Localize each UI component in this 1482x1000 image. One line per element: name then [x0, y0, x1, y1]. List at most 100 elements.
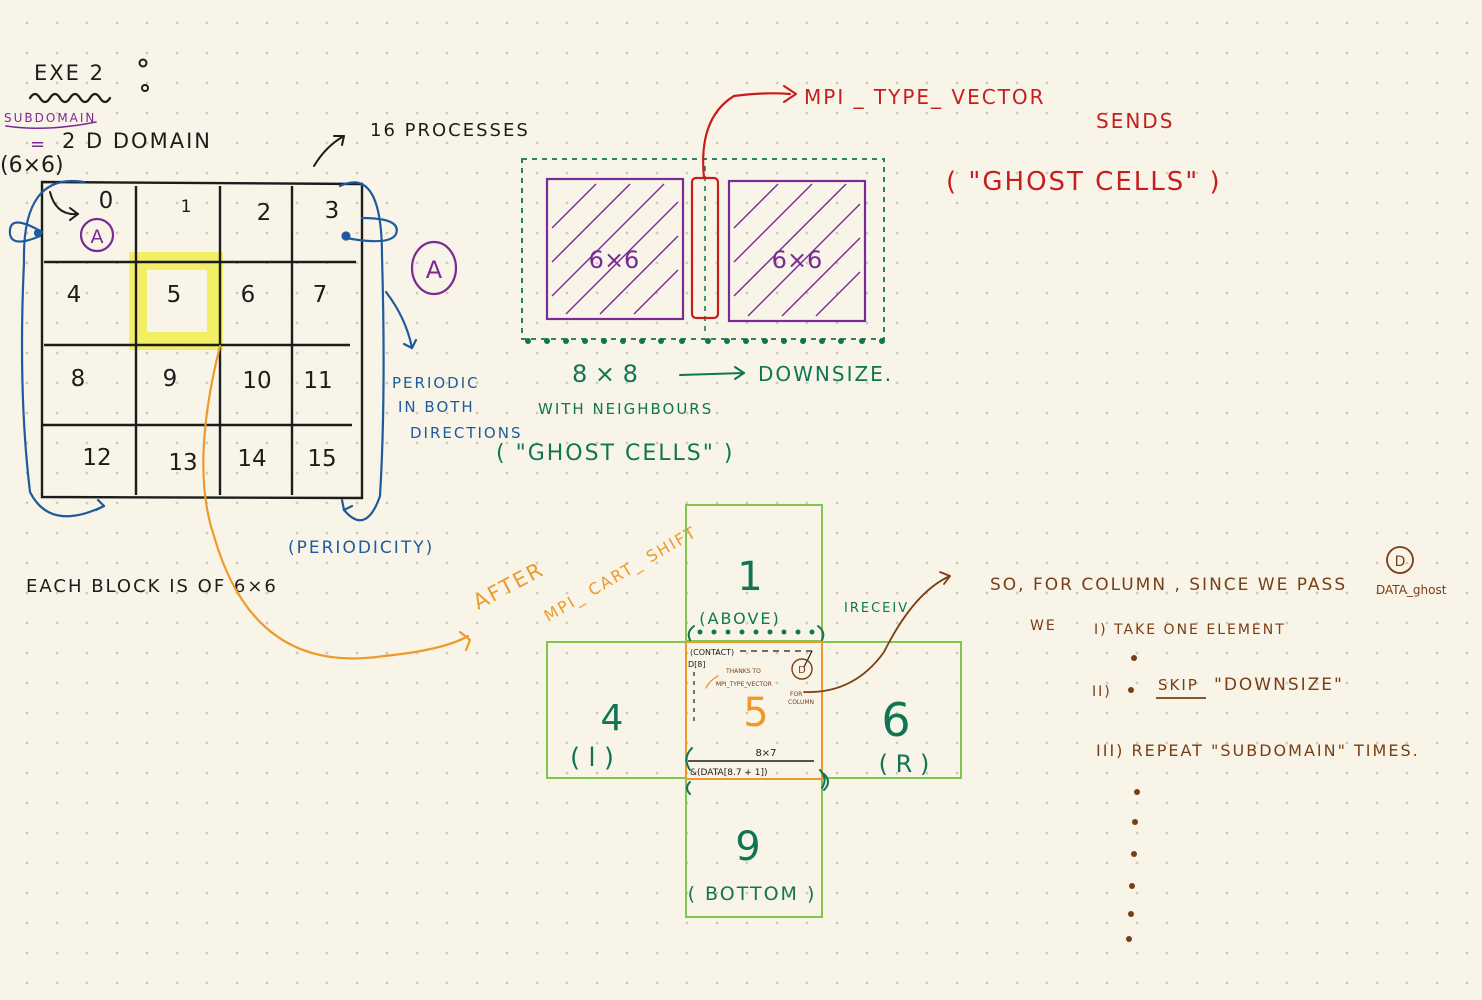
downsize-quoted: "DOWNSIZE" — [1214, 675, 1344, 695]
block-left-outline — [545, 177, 685, 321]
cell-label: 4 — [67, 282, 82, 308]
ghost-cells-red-label: ( "GHOST CELLS" ) — [946, 167, 1222, 197]
cell0-arrow — [49, 191, 79, 216]
hatch-lines — [733, 183, 861, 317]
step-1: I) TAKE ONE ELEMENT — [1094, 622, 1286, 638]
header: EXE 2 SUBDOMAIN = 2 D DOMAIN (6×6) 16 PR… — [0, 58, 530, 178]
d-label: D[8] — [688, 660, 706, 669]
thanks-line-1: THANKS TO — [725, 668, 761, 675]
size-8x8-label: 8 × 8 — [572, 360, 638, 388]
thanks-pointer — [705, 675, 719, 689]
periodicity-arrows — [8, 179, 418, 522]
periodic-line-2: IN BOTH — [398, 398, 475, 416]
circle-d-small-letter: D — [798, 665, 806, 676]
ghost-cells-green-label: ( "GHOST CELLS" ) — [496, 441, 734, 466]
process-grid: 0 1 2 3 4 5 6 7 8 9 10 11 12 13 14 15 A … — [40, 180, 458, 500]
arrowhead — [402, 338, 418, 350]
ghost-dots — [525, 338, 885, 344]
contact-tick — [803, 650, 813, 668]
data-ghost-label: DATA_ghost — [1376, 583, 1447, 597]
periodicity-label: (PERIODICITY) — [288, 538, 434, 558]
left-label: ( l ) — [570, 743, 614, 773]
bullet-dot — [1128, 687, 1134, 693]
cell0-arrowhead — [69, 207, 79, 221]
center-number: 5 — [743, 690, 768, 736]
bullet-dot — [1131, 655, 1137, 661]
for-column-line-2: COLUMN — [788, 699, 814, 706]
circle-mark-left-letter: A — [91, 226, 104, 248]
top-number: 1 — [737, 554, 762, 600]
circle-d-large — [1386, 546, 1414, 574]
subdomain-underline — [5, 121, 97, 130]
colon-dot — [138, 58, 148, 68]
grid-lines — [40, 180, 364, 500]
periodic-note-arrow — [384, 290, 414, 350]
corner-brackets — [685, 625, 829, 795]
horizontal-wrap-loop-right — [344, 216, 398, 243]
circle-d-large-letter: D — [1395, 554, 1406, 570]
loop-dot — [341, 231, 351, 241]
cell-label: 2 — [257, 200, 272, 226]
dims-label: 8×7 — [755, 748, 776, 759]
type-vector-arrowhead — [782, 84, 798, 104]
ghost-cell-diagram: 6×6 6×6 8 × 8 DOWNSIZE — [496, 84, 1222, 466]
downsize-arrowhead — [734, 366, 745, 380]
cell-label: 0 — [99, 188, 114, 214]
cell-label: 8 — [71, 366, 86, 392]
left-number: 4 — [601, 698, 624, 739]
right-number: 6 — [881, 693, 910, 747]
periodic-note: PERIODIC IN BOTH DIRECTIONS — [392, 374, 522, 442]
for-column-line-1: FOR — [790, 691, 802, 698]
skip-label: SKIP — [1158, 676, 1199, 694]
cell5-connector-arrow — [202, 344, 470, 660]
cell-numbers: 0 1 2 3 4 5 6 7 8 9 10 11 12 13 14 15 — [67, 188, 340, 476]
circle-mark-left — [79, 217, 115, 253]
exercise-title: EXE 2 — [34, 61, 105, 85]
colon-dot — [141, 84, 149, 92]
vertical-wrap-arrow-right — [338, 181, 385, 522]
cell-label: 5 — [167, 282, 182, 308]
processes-arrow — [313, 135, 345, 167]
irecv-label: IRECEIV — [844, 601, 909, 616]
processes-label: 16 PROCESSES — [370, 120, 530, 141]
loop-dot — [33, 228, 43, 238]
cell-label: 13 — [168, 450, 197, 476]
block-right-size: 6×6 — [772, 246, 823, 274]
periodic-line-1: PERIODIC — [392, 374, 480, 392]
circle-mark-right — [410, 240, 458, 296]
equals-sign: = — [30, 134, 45, 155]
cell-label: 9 — [163, 366, 178, 392]
processes-arrowhead — [333, 135, 345, 146]
cell-label: 14 — [237, 446, 266, 472]
connector-arrowhead — [458, 630, 472, 652]
cell-label: 10 — [242, 368, 271, 394]
block-left-size: 6×6 — [589, 246, 640, 274]
highlight-inner — [147, 270, 207, 332]
cart-shift-label: MPI_ CART_ SHIFT — [541, 522, 702, 626]
cell-label: 3 — [325, 198, 340, 224]
horizontal-wrap-loop-left — [8, 221, 44, 243]
data-expression: &(DATA[8.7 + 1]) — [690, 768, 768, 778]
circle-mark-right-letter: A — [426, 256, 443, 284]
block-left: 6×6 — [545, 177, 685, 321]
downsize-label: DOWNSIZE. — [758, 362, 893, 386]
we-label: WE — [1030, 618, 1057, 634]
cell-label: 12 — [82, 445, 111, 471]
mpi-type-vector-label: MPI _ TYPE_ VECTOR — [804, 85, 1046, 109]
right-label: ( R ) — [879, 750, 930, 778]
cell-label: 15 — [307, 446, 336, 472]
explanation-connector — [803, 575, 951, 693]
domain-size: (6×6) — [0, 153, 64, 178]
step-2-number: II) — [1092, 684, 1112, 700]
title-underline — [28, 92, 112, 104]
center-box — [685, 641, 823, 780]
periodic-line-3: DIRECTIONS — [410, 424, 522, 442]
bottom-number: 9 — [735, 824, 760, 870]
explanation: SO, FOR COLUMN , SINCE WE PASS D DATA_gh… — [990, 546, 1447, 942]
contact-label: (CONTACT) — [690, 648, 734, 657]
arrowhead — [94, 498, 106, 512]
each-block-note: EACH BLOCK IS OF 6×6 — [26, 576, 278, 597]
neighbour-cross: 1 (ABOVE) 4 ( l ) 5 6 ( R ) 9 ( BOTTOM )… — [546, 504, 962, 918]
